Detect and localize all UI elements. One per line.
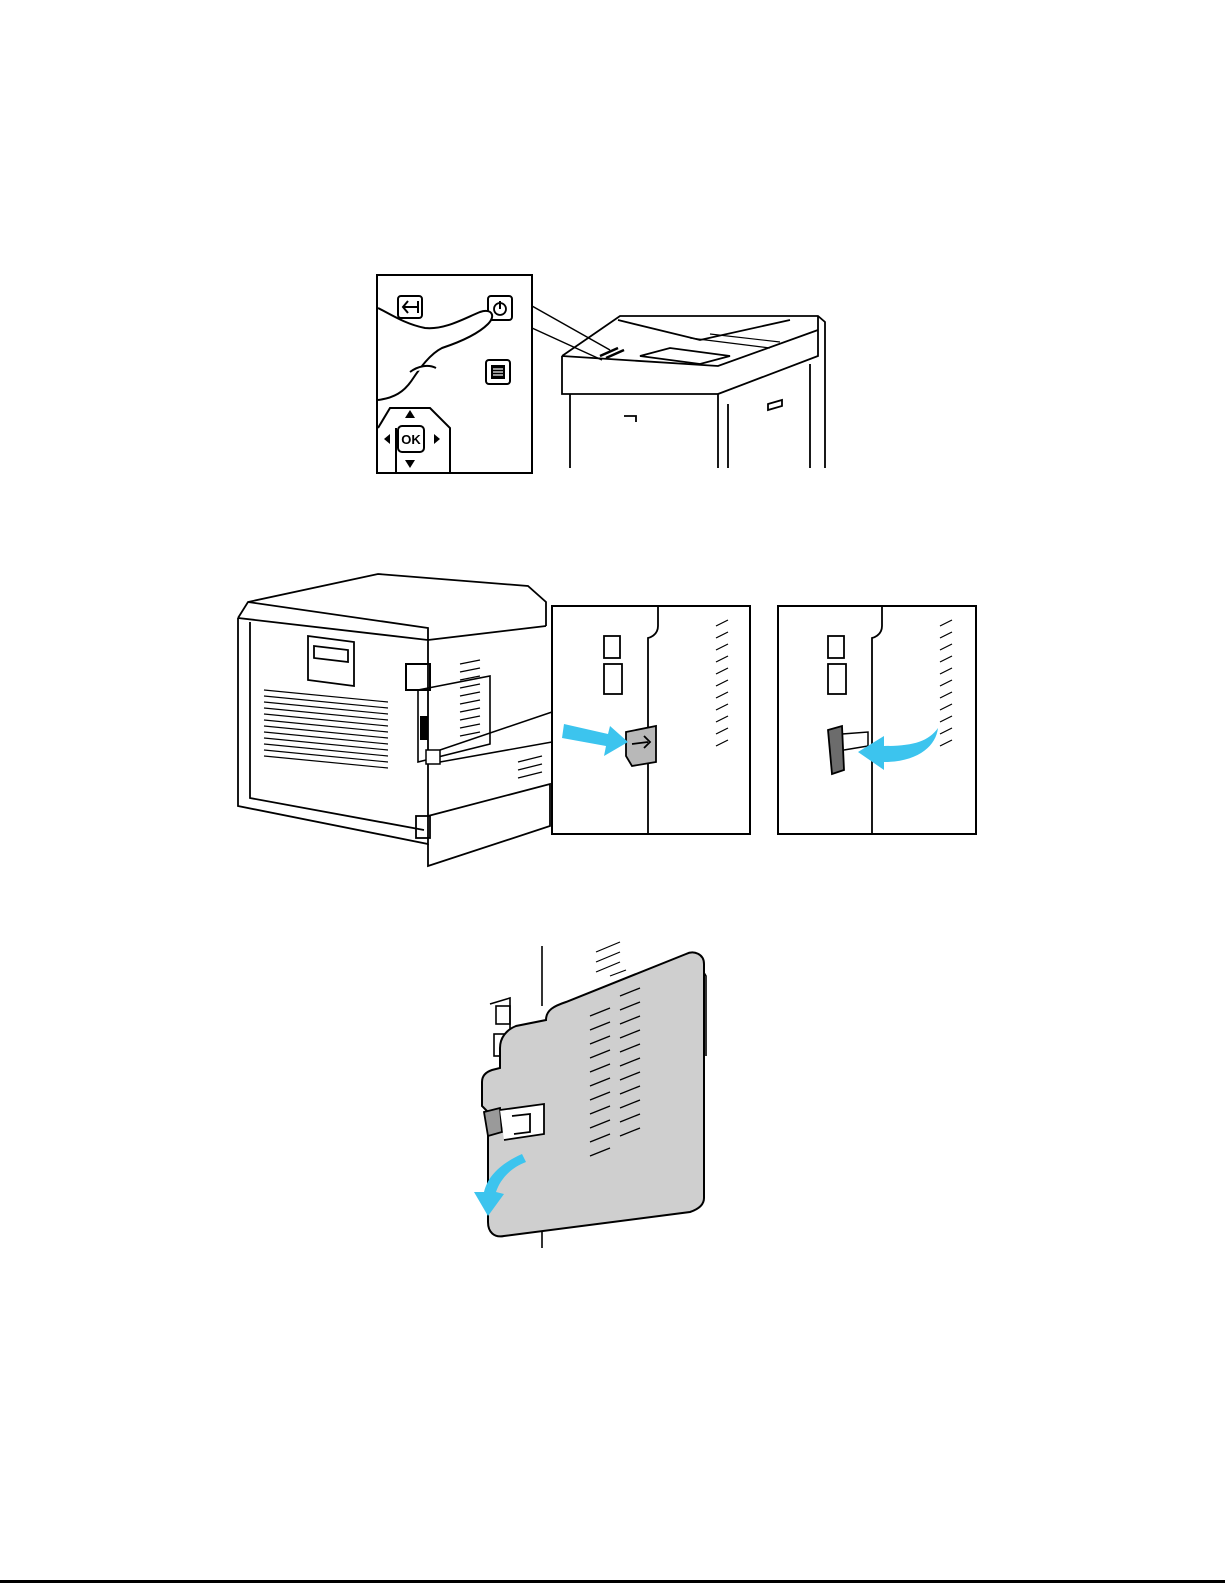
menu-icon (486, 360, 510, 384)
figure-power-button: OK (370, 268, 840, 478)
back-icon (398, 296, 422, 318)
latch-handle (484, 1104, 544, 1140)
printer-front (562, 316, 825, 468)
figure-rear-latch (228, 566, 988, 871)
printer-rear (238, 574, 550, 866)
side-cover-panel (482, 952, 704, 1236)
ok-button-label: OK (401, 432, 421, 447)
footer-rule (0, 1580, 1225, 1583)
latch-inset-rotate (778, 606, 976, 834)
figure-remove-cover (460, 936, 720, 1256)
latch-inset-push (552, 606, 750, 834)
rear-vents (264, 690, 388, 768)
